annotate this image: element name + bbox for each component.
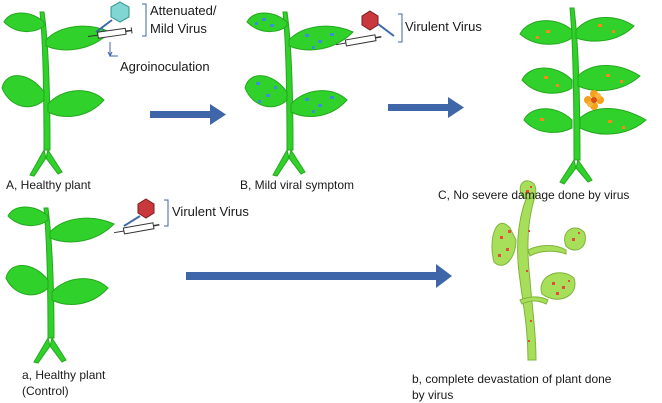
label-control-line2: (Control) [22,384,69,398]
syringe-icon [87,27,133,39]
label-plant-b: B, Mild viral symptom [240,178,355,192]
plant-a [1,11,111,177]
flower-icon [584,90,604,110]
virus-icon [361,10,395,37]
label-plant-a: A, Healthy plant [6,178,91,192]
label-attenuated-line2: Mild Virus [150,21,207,36]
stem [29,11,63,177]
viral-spots [536,24,625,129]
label-virulent-virus-top: Virulent Virus [405,19,482,34]
viral-spots [498,186,580,342]
label-devastation-line2: by virus [412,388,454,402]
label-devastation-line1: b, complete devastation of plant done [412,372,612,386]
syringe-icon [335,34,382,47]
virulent-virus-syringe-top [335,10,403,47]
virus-icon [95,1,130,37]
stem [272,11,306,177]
leaf-icon [244,12,354,117]
virulent-virus-syringe-bottom [113,198,169,235]
leaf-icon [1,12,111,117]
label-plant-c: C, No severe damage done by virus [438,188,630,202]
viral-spots [255,18,334,113]
arrow-a-to-b [150,104,226,125]
mild-virus-syringe [87,1,147,58]
virus-icon [123,198,155,227]
stem [517,189,567,361]
plant-b [244,11,354,177]
plant-devastated [491,180,586,361]
plant-control [5,206,115,364]
arrow-control-to-devastated [186,264,452,288]
syringe-icon [113,222,160,235]
label-virulent-virus-bottom: Virulent Virus [172,204,249,219]
label-attenuated-line1: Attenuated/ [150,3,217,18]
leaf-icon [5,206,115,305]
label-agroinoculation: Agroinoculation [120,59,210,74]
label-control-line1: a, Healthy plant [22,368,106,382]
plant-c [519,7,647,185]
leaf-icon [519,16,647,135]
arrow-b-to-c [388,97,464,118]
